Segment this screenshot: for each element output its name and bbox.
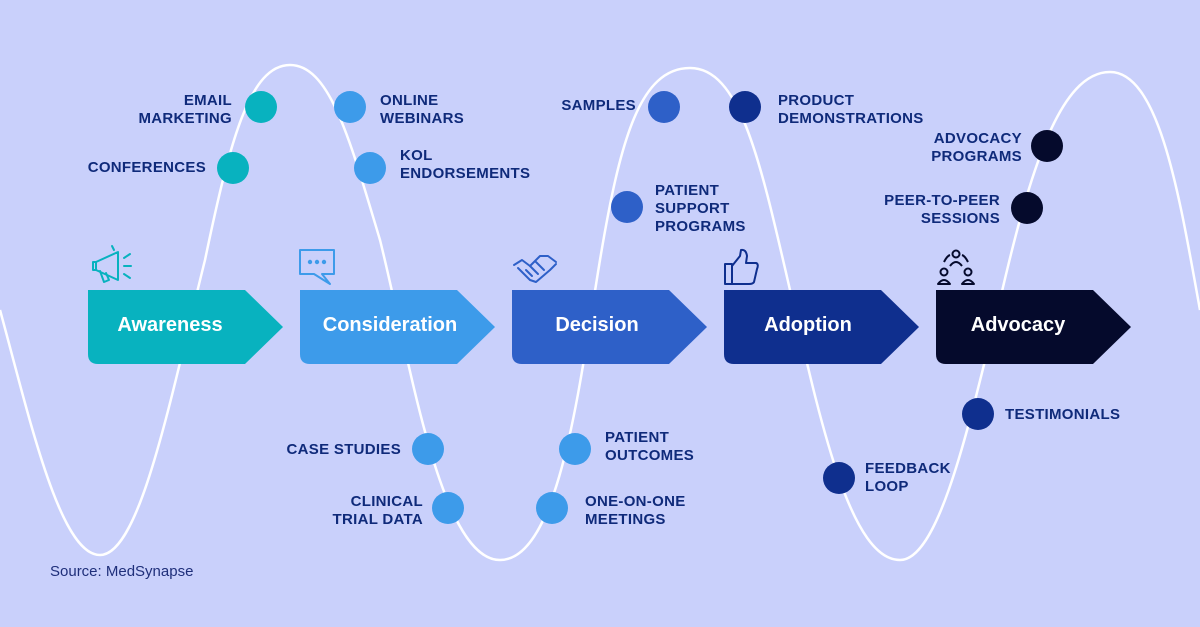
stage-label-awareness: Awareness <box>117 314 222 336</box>
stage-adoption: Adoption <box>724 290 919 364</box>
stage-arrow-awareness <box>88 290 283 364</box>
touchpoint-label-peer-to-peer-sessions: PEER-TO-PEER SESSIONS <box>884 192 1000 227</box>
touchpoint-label-feedback-loop: FEEDBACK LOOP <box>865 460 951 495</box>
stage-arrow-consideration <box>300 290 495 364</box>
touchpoint-label-email-marketing: EMAIL MARKETING <box>138 92 232 127</box>
stage-arrow-decision <box>512 290 707 364</box>
touchpoint-label-case-studies: CASE STUDIES <box>286 441 401 458</box>
touchpoint-dot-samples <box>648 91 680 123</box>
community-icon <box>937 249 975 285</box>
touchpoint-dot-peer-to-peer-sessions <box>1011 192 1043 224</box>
stage-decision: Decision <box>512 290 707 364</box>
touchpoint-dot-patient-outcomes <box>559 433 591 465</box>
touchpoint-dot-feedback-loop <box>823 462 855 494</box>
touchpoint-label-samples: SAMPLES <box>561 97 636 114</box>
stage-arrow-adoption <box>724 290 919 364</box>
touchpoint-dot-conferences <box>217 152 249 184</box>
thumbs-up-icon <box>724 248 759 285</box>
stage-consideration: Consideration <box>300 290 495 364</box>
megaphone-icon <box>92 245 132 283</box>
stage-label-adoption: Adoption <box>764 314 852 336</box>
touchpoint-dot-clinical-trial-data <box>432 492 464 524</box>
touchpoint-label-patient-outcomes: PATIENT OUTCOMES <box>605 429 695 464</box>
touchpoint-dot-product-demonstrations <box>729 91 761 123</box>
handshake-icon <box>513 255 557 283</box>
touchpoint-dot-kol-endorsements <box>354 152 386 184</box>
touchpoint-label-testimonials: TESTIMONIALS <box>1005 406 1121 423</box>
touchpoint-dot-testimonials <box>962 398 994 430</box>
touchpoint-label-clinical-trial-data: CLINICAL TRIAL DATA <box>332 493 423 528</box>
touchpoint-dot-email-marketing <box>245 91 277 123</box>
touchpoint-label-kol-endorsements: KOL ENDORSEMENTS <box>400 147 531 182</box>
touchpoint-label-advocacy-programs: ADVOCACY PROGRAMS <box>931 130 1022 165</box>
stage-arrow-advocacy <box>936 290 1131 364</box>
stage-label-decision: Decision <box>555 314 638 336</box>
stage-label-consideration: Consideration <box>323 314 457 336</box>
touchpoint-dot-online-webinars <box>334 91 366 123</box>
stage-label-advocacy: Advocacy <box>971 314 1066 336</box>
stage-advocacy: Advocacy <box>936 290 1131 364</box>
touchpoint-dot-patient-support-programs <box>611 191 643 223</box>
touchpoint-label-patient-support-programs: PATIENT SUPPORT PROGRAMS <box>655 182 746 235</box>
touchpoint-label-online-webinars: ONLINE WEBINARS <box>380 92 465 127</box>
touchpoint-label-one-on-one-meetings: ONE-ON-ONE MEETINGS <box>585 493 686 528</box>
touchpoint-label-product-demonstrations: PRODUCT DEMONSTRATIONS <box>778 92 924 127</box>
stage-awareness: Awareness <box>88 290 283 364</box>
source-note: Source: MedSynapse <box>50 563 194 580</box>
touchpoint-label-conferences: CONFERENCES <box>87 159 206 176</box>
chat-bubble-icon <box>299 249 335 285</box>
touchpoint-dot-case-studies <box>412 433 444 465</box>
touchpoint-dot-one-on-one-meetings <box>536 492 568 524</box>
touchpoint-dot-advocacy-programs <box>1031 130 1063 162</box>
